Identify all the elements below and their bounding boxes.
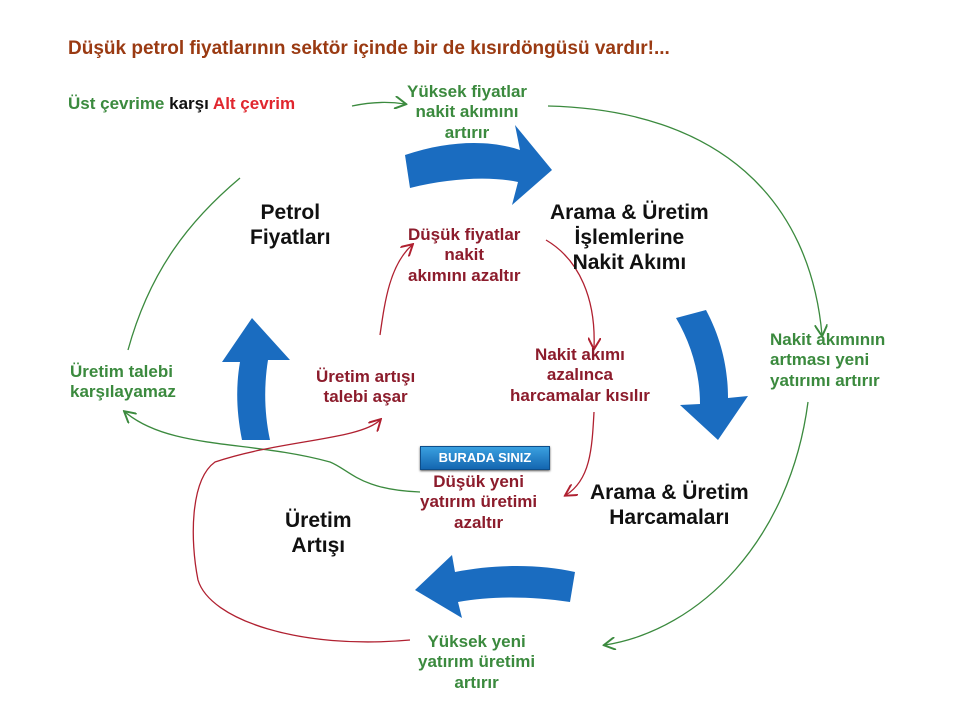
page-title: Düşük petrol fiyatlarının sektör içinde … <box>68 38 670 59</box>
node-line: Arama & Üretim <box>590 481 749 504</box>
blue-arrow-top <box>405 125 552 205</box>
red-connector <box>545 239 594 348</box>
you-are-here-badge: BURADA SINIZ <box>420 446 550 470</box>
label-line: Nakit akımının <box>770 330 886 349</box>
label-line: nakit akımını <box>415 102 519 122</box>
node-line: Arama & Üretim <box>550 201 709 224</box>
green-connector <box>351 102 405 106</box>
node-spending: Arama & Üretim Harcamaları <box>590 480 749 530</box>
node-oil-prices: Petrol Fiyatları <box>250 200 331 250</box>
red-connector <box>379 245 412 336</box>
label-line: harcamalar kısılır <box>510 385 650 405</box>
label-line: akımını azaltır <box>408 265 521 285</box>
label-line: nakit <box>444 245 485 265</box>
node-line: Artışı <box>291 534 346 558</box>
red-connector <box>192 420 411 643</box>
label-cash-increase: Nakit akımının artması yeni yatırımı art… <box>770 330 885 391</box>
label-high-prices: Yüksek fiyatlar nakit akımını artırır <box>407 82 527 143</box>
label-line: artırır <box>454 672 499 692</box>
label-cash-decrease: Nakit akımı azalınca harcamalar kısılır <box>510 345 650 406</box>
cycle-legend: Üst çevrime karşı Alt çevrim <box>68 94 295 114</box>
label-line: artırır <box>444 122 490 142</box>
label-line: yatırımı artırır <box>770 370 880 390</box>
red-connector <box>566 411 595 495</box>
node-line: Fiyatları <box>250 226 331 250</box>
node-line: Üretim <box>285 509 352 532</box>
blue-arrow-right <box>676 310 748 440</box>
legend-lower: Alt çevrim <box>212 94 296 113</box>
green-connector <box>605 401 809 645</box>
label-line: yatırım üretimi <box>418 652 536 672</box>
green-connector <box>125 412 421 493</box>
node-line: İşlemlerine <box>574 226 685 250</box>
label-line: talebi aşar <box>323 387 408 407</box>
label-line: artması yeni <box>770 350 870 370</box>
label-demand: Üretim talebi karşılayamaz <box>70 362 176 403</box>
node-production: Üretim Artışı <box>285 508 352 558</box>
blue-arrow-bottom <box>415 555 575 618</box>
label-line: Yüksek fiyatlar <box>407 82 528 101</box>
label-low-investment: Düşük yeni yatırım üretimi azaltır <box>420 472 537 533</box>
blue-arrow-left <box>222 318 290 440</box>
legend-upper: Üst çevrime <box>68 94 165 113</box>
node-line: Harcamaları <box>609 506 730 530</box>
node-line: Nakit Akımı <box>572 251 687 275</box>
green-connector <box>127 177 241 351</box>
label-low-prices: Düşük fiyatlar nakit akımını azaltır <box>408 225 520 286</box>
legend-versus: karşı <box>169 94 209 113</box>
label-line: Üretim artışı <box>316 367 416 386</box>
label-line: Yüksek yeni <box>427 632 526 651</box>
label-line: Düşük yeni <box>433 472 524 491</box>
label-line: Düşük fiyatlar <box>408 225 521 244</box>
label-line: karşılayamaz <box>70 382 176 402</box>
label-line: Üretim talebi <box>70 362 173 381</box>
node-line: Petrol <box>260 201 321 224</box>
label-line: Nakit akımı <box>535 345 625 364</box>
label-line: azaltır <box>454 512 504 532</box>
label-oversupply: Üretim artışı talebi aşar <box>316 367 415 408</box>
label-line: azalınca <box>546 365 614 385</box>
node-cash-flow: Arama & Üretim İşlemlerine Nakit Akımı <box>550 200 709 276</box>
label-high-investment: Yüksek yeni yatırım üretimi artırır <box>418 632 535 693</box>
green-connector <box>547 105 822 335</box>
label-line: yatırım üretimi <box>420 492 538 512</box>
